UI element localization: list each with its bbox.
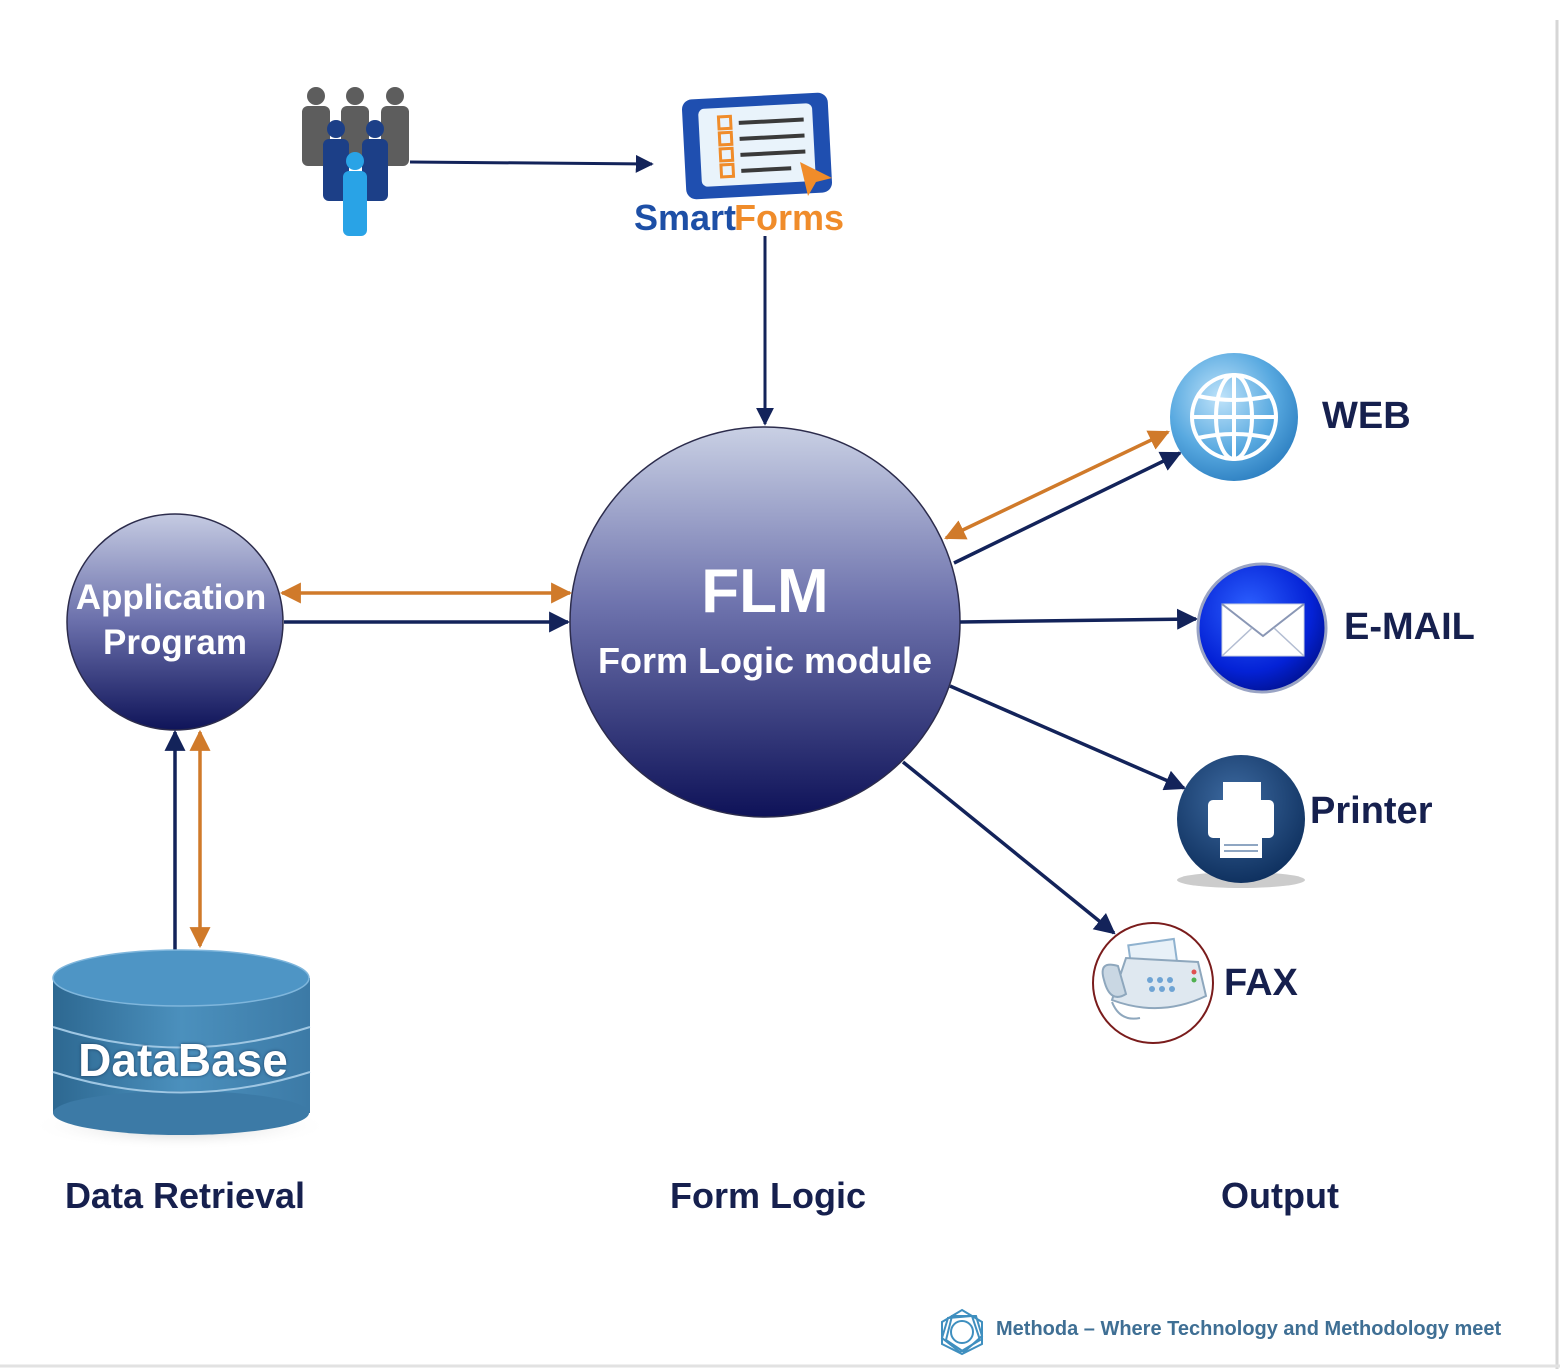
section-data-retrieval: Data Retrieval [64, 1175, 306, 1216]
envelope-icon [1196, 562, 1328, 694]
methoda-logo-icon [940, 1308, 984, 1356]
arrow-flm-to-web [953, 451, 1182, 565]
flm-title: FLM [701, 557, 829, 626]
fax-icon [1092, 922, 1214, 1044]
section-output: Output [1221, 1175, 1339, 1216]
flm-subtitle: Form Logic module [597, 640, 933, 681]
printer-icon [1177, 755, 1305, 888]
application-label-line2: Program [103, 623, 247, 662]
printer-label: Printer [1310, 790, 1433, 832]
users-group-icon [302, 87, 409, 236]
smartforms-brand-right: Forms [734, 197, 844, 238]
smartforms-brand-left: Smart [634, 197, 736, 238]
database-label: DataBase [78, 1034, 288, 1086]
application-label-line1: Application [75, 578, 267, 617]
globe-icon [1170, 353, 1298, 481]
arrow-flm-to-printer [949, 684, 1186, 791]
arrow-users-to-smartforms [409, 154, 654, 173]
arrow-flm-to-fax [901, 760, 1116, 935]
arrow-flm-to-email [959, 608, 1199, 630]
smartforms-logo-icon: Smart Forms [634, 92, 844, 238]
email-label: E-MAIL [1344, 606, 1475, 648]
web-label: WEB [1322, 395, 1411, 437]
arrow-flm-web-bidirectional [944, 430, 1170, 540]
application-program-circle [66, 513, 284, 731]
footer-tagline: Methoda – Where Technology and Methodolo… [996, 1318, 1502, 1340]
database-cylinder-icon [30, 949, 330, 1150]
fax-label: FAX [1224, 962, 1298, 1004]
section-form-logic: Form Logic [670, 1175, 866, 1216]
